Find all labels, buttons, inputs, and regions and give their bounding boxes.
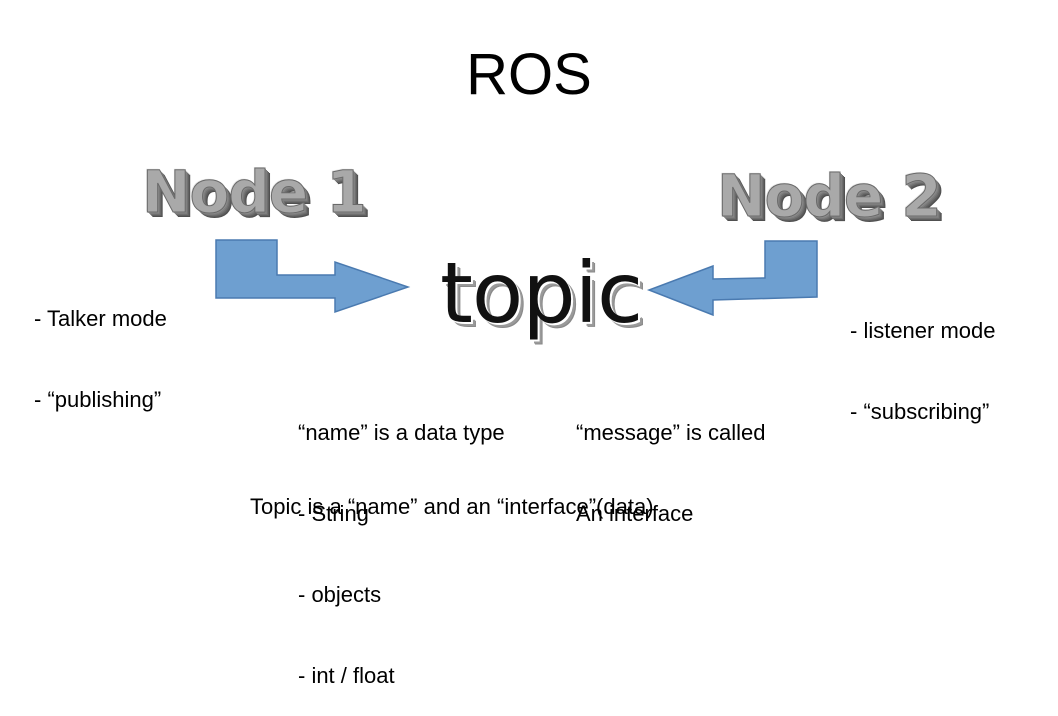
message-note-interface: An interface — [576, 501, 694, 526]
node1-note-talker: - Talker mode — [34, 306, 167, 331]
name-note-heading: “name” is a data type — [298, 420, 505, 445]
page-title: ROS — [466, 42, 592, 107]
arrows-layer — [215, 239, 818, 317]
node2-note-listener: - listener mode — [850, 318, 996, 343]
topic-label: topic — [440, 244, 643, 342]
name-notes: “name” is a data type - String - objects… — [298, 365, 505, 716]
name-note-int-float: - int / float — [298, 663, 395, 688]
node2-note-subscribing: - “subscribing” — [850, 399, 990, 424]
arrow-node2-to-topic — [646, 240, 818, 317]
arrow-node1-to-topic — [215, 239, 411, 314]
node-1-label: Node 1 — [142, 158, 368, 226]
node2-notes: - listener mode - “subscribing” — [850, 263, 996, 452]
message-note-heading: “message” is called — [576, 420, 766, 445]
node-2-label: Node 2 — [717, 162, 943, 230]
node1-note-publishing: - “publishing” — [34, 387, 162, 412]
node1-notes: - Talker mode - “publishing” — [34, 251, 167, 440]
summary-text: Topic is a “name” and an “interface”(dat… — [250, 494, 654, 519]
name-note-string: - String — [298, 501, 369, 526]
message-notes: “message” is called An interface — [576, 365, 766, 554]
